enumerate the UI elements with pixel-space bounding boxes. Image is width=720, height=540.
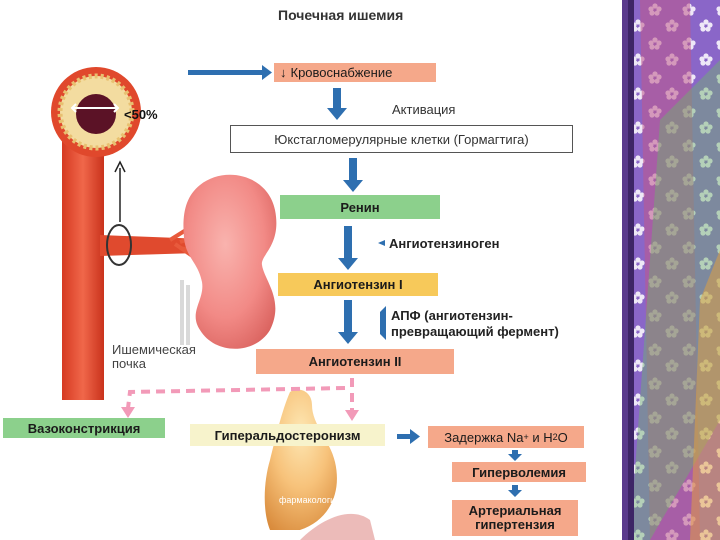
retention-mid: и H [528, 429, 553, 445]
decorative-side-panel [622, 0, 720, 540]
retention-sup: + [523, 432, 529, 442]
jg-cells-box: Юкстагломерулярные клетки (Гормагтига) [230, 125, 573, 153]
diagram-title: Почечная ишемия [278, 7, 404, 23]
activation-label: Активация [392, 102, 456, 117]
watermark: фармакология [279, 495, 340, 505]
hypertension-line1: Артериальная [468, 503, 562, 519]
ace-label-line2: превращающий фермент) [391, 323, 559, 339]
adrenal-gland-illustration [264, 389, 375, 540]
blood-supply-box: ↓ Кровоснабжение [274, 63, 436, 82]
retention-suffix: O [557, 429, 568, 445]
artery-cross-section [51, 67, 141, 157]
angiotensinogen-label: Ангиотензиноген [389, 236, 500, 251]
vasoconstriction-box: Вазоконстрикция [3, 418, 165, 438]
renin-box: Ренин [280, 195, 440, 219]
ischemic-kidney-label: Ишемическая почка [112, 342, 196, 372]
dashed-connector-heads [121, 407, 359, 421]
hypervolemia-box: Гиперволемия [452, 462, 586, 482]
flow-arrows [188, 65, 522, 497]
retention-sub: 2 [552, 432, 558, 442]
angiotensin-1-label: Ангиотензин I [313, 277, 403, 292]
hypervolemia-label: Гиперволемия [472, 464, 566, 480]
blood-supply-label: Кровоснабжение [290, 65, 393, 80]
retention-prefix: Задержка Na [444, 429, 524, 445]
stenosis-label: <50% [124, 107, 158, 122]
renin-label: Ренин [340, 199, 380, 215]
ace-label-line1: АПФ (ангиотензин- [391, 308, 513, 323]
ischemic-kidney-line1: Ишемическая [112, 342, 196, 357]
angiotensin-2-label: Ангиотензин II [308, 354, 402, 369]
angiotensin-1-box: Ангиотензин I [278, 273, 438, 296]
kidney-illustration [180, 174, 277, 349]
hyperaldosteronism-label: Гиперальдостеронизм [214, 427, 361, 443]
hypertension-line2: гипертензия [475, 517, 555, 532]
ace-label: АПФ (ангиотензин- превращающий фермент) [391, 308, 559, 339]
ischemic-kidney-line2: почка [112, 356, 146, 372]
vasoconstriction-label: Вазоконстрикция [27, 420, 141, 436]
jg-cells-label: Юкстагломерулярные клетки (Гормагтига) [274, 131, 529, 147]
hyperaldosteronism-box: Гиперальдостеронизм [190, 424, 385, 446]
dashed-connectors [126, 378, 354, 410]
angiotensin-2-box: Ангиотензин II [256, 349, 454, 374]
hypertension-box: Артериальная гипертензия [452, 500, 578, 536]
down-arrow-icon: ↓ [280, 65, 287, 80]
